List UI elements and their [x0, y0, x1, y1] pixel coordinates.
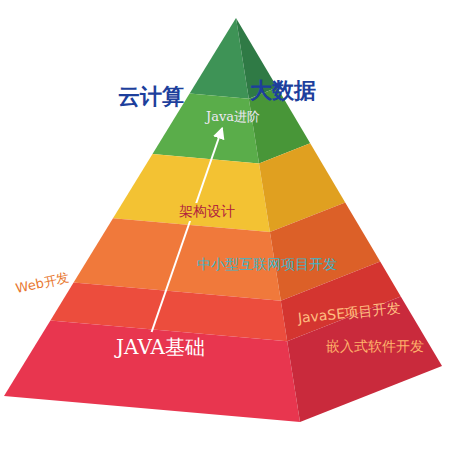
tier-label: Java进阶 [206, 108, 260, 126]
pyramid-band [287, 296, 442, 422]
area-label: 嵌入式软件开发 [326, 338, 424, 356]
progress-arrow [152, 128, 223, 332]
topic-label: 大数据 [250, 76, 316, 106]
area-label: Web开发 [14, 269, 71, 298]
pyramid-tier: 架构设计 [177, 201, 237, 221]
pyramid-tier: JAVA基础 [116, 334, 205, 361]
tier-label: 架构设计 [177, 203, 237, 221]
topic-label: 云计算 [118, 82, 184, 112]
tier-label: JAVA基础 [116, 334, 205, 361]
pyramid-band [4, 320, 300, 422]
area-label: 中小型互联网项目开发 [197, 256, 337, 274]
pyramid-tier: Java进阶 [206, 106, 260, 126]
